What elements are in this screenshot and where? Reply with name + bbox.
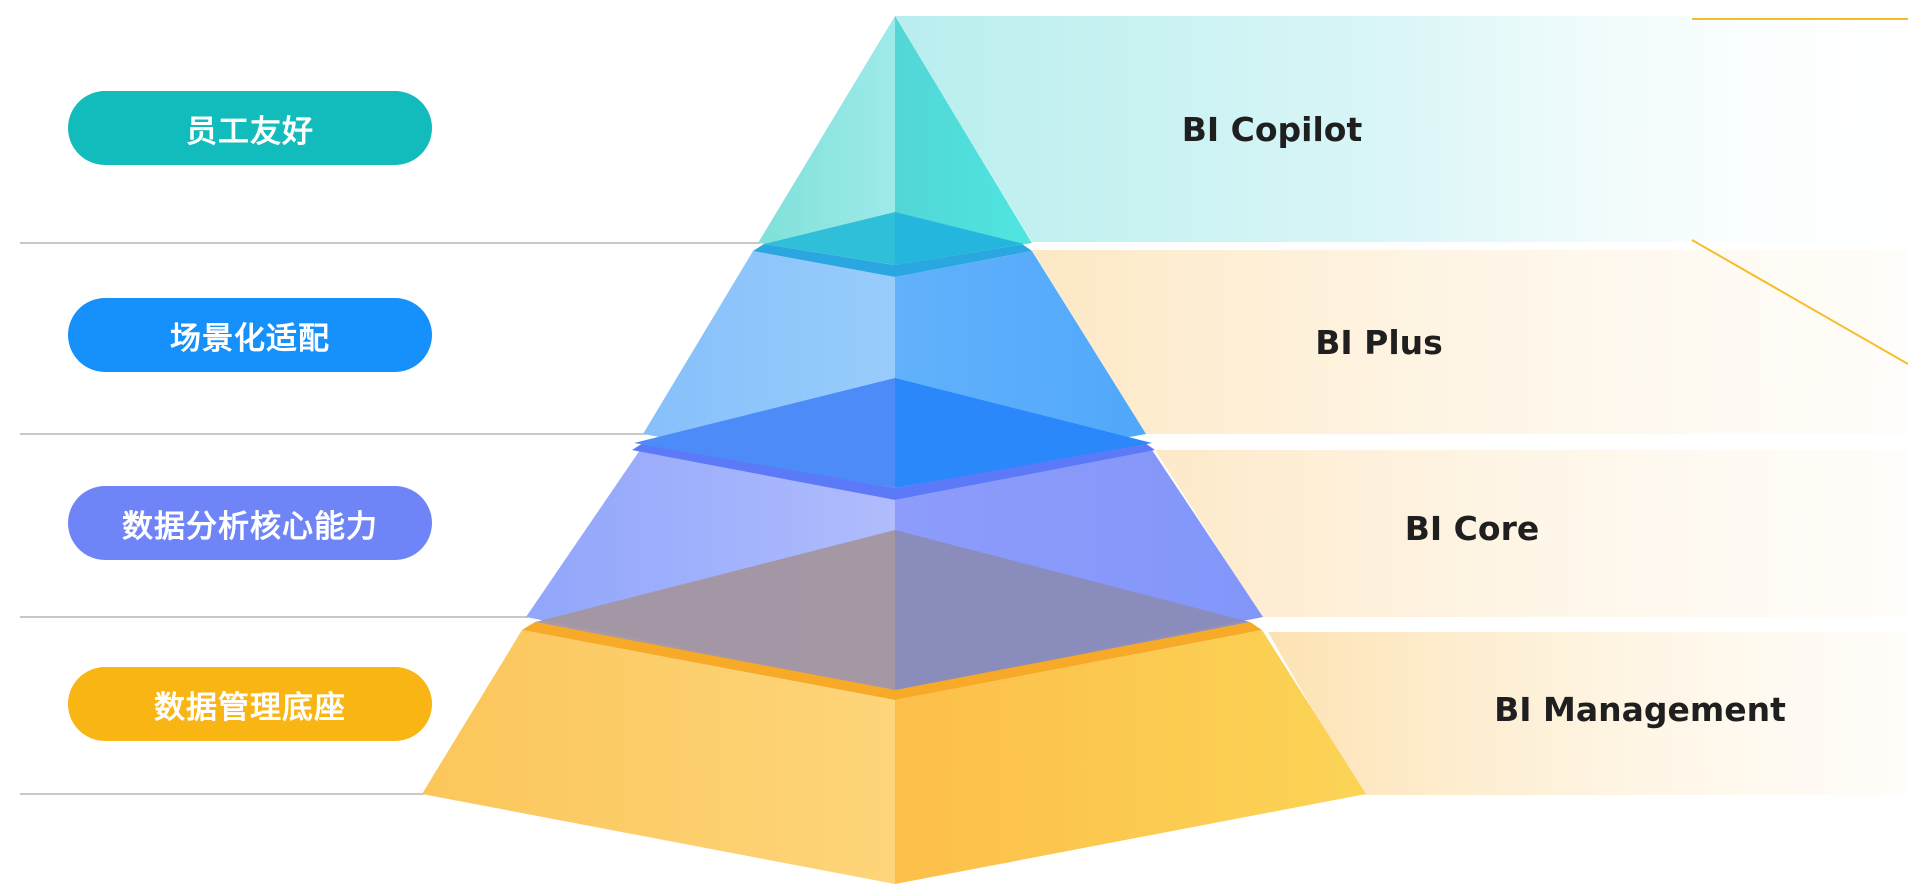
- tier-3-inner-right: [895, 530, 1250, 690]
- tier-name-plus: BI Plus: [1315, 323, 1443, 362]
- tier-2-inner-right: [895, 378, 1152, 488]
- tier-band-copilot: [895, 16, 1908, 242]
- accent-line-diagonal: [1691, 239, 1908, 365]
- tier-3-top-rim: [632, 443, 1155, 500]
- tier-4-left-face: [422, 630, 895, 884]
- tier-1-right-face: [895, 16, 1032, 265]
- tier-2-inner-left: [634, 378, 895, 488]
- tier-4-right-face: [895, 630, 1366, 884]
- tier-tag-core: 数据分析核心能力: [68, 486, 432, 560]
- tier-name-core: BI Core: [1404, 509, 1540, 548]
- tier-3-inner-left: [535, 530, 895, 690]
- accent-lines: [1691, 18, 1908, 365]
- tier-band-management: [1268, 632, 1908, 795]
- tier-tag-management: 数据管理底座: [68, 667, 432, 741]
- pyramid-tier-management: [422, 622, 1366, 884]
- pyramid-tier-core: [526, 443, 1263, 690]
- separator-lines: [20, 242, 760, 795]
- tier-band-plus: [1032, 250, 1908, 434]
- tier-1-inner-left: [764, 212, 895, 265]
- tier-band-core: [1155, 450, 1908, 617]
- pyramid-tier-plus: [634, 244, 1152, 488]
- tier-tag-plus: 场景化适配: [68, 298, 432, 372]
- tier-name-copilot: BI Copilot: [1181, 110, 1363, 149]
- pyramid-tier-copilot: [758, 16, 1032, 265]
- tier-name-management: BI Management: [1494, 690, 1786, 729]
- tier-1-inner-right: [895, 212, 1024, 265]
- tier-tag-copilot: 员工友好: [68, 91, 432, 165]
- tier-1-left-face: [758, 16, 895, 265]
